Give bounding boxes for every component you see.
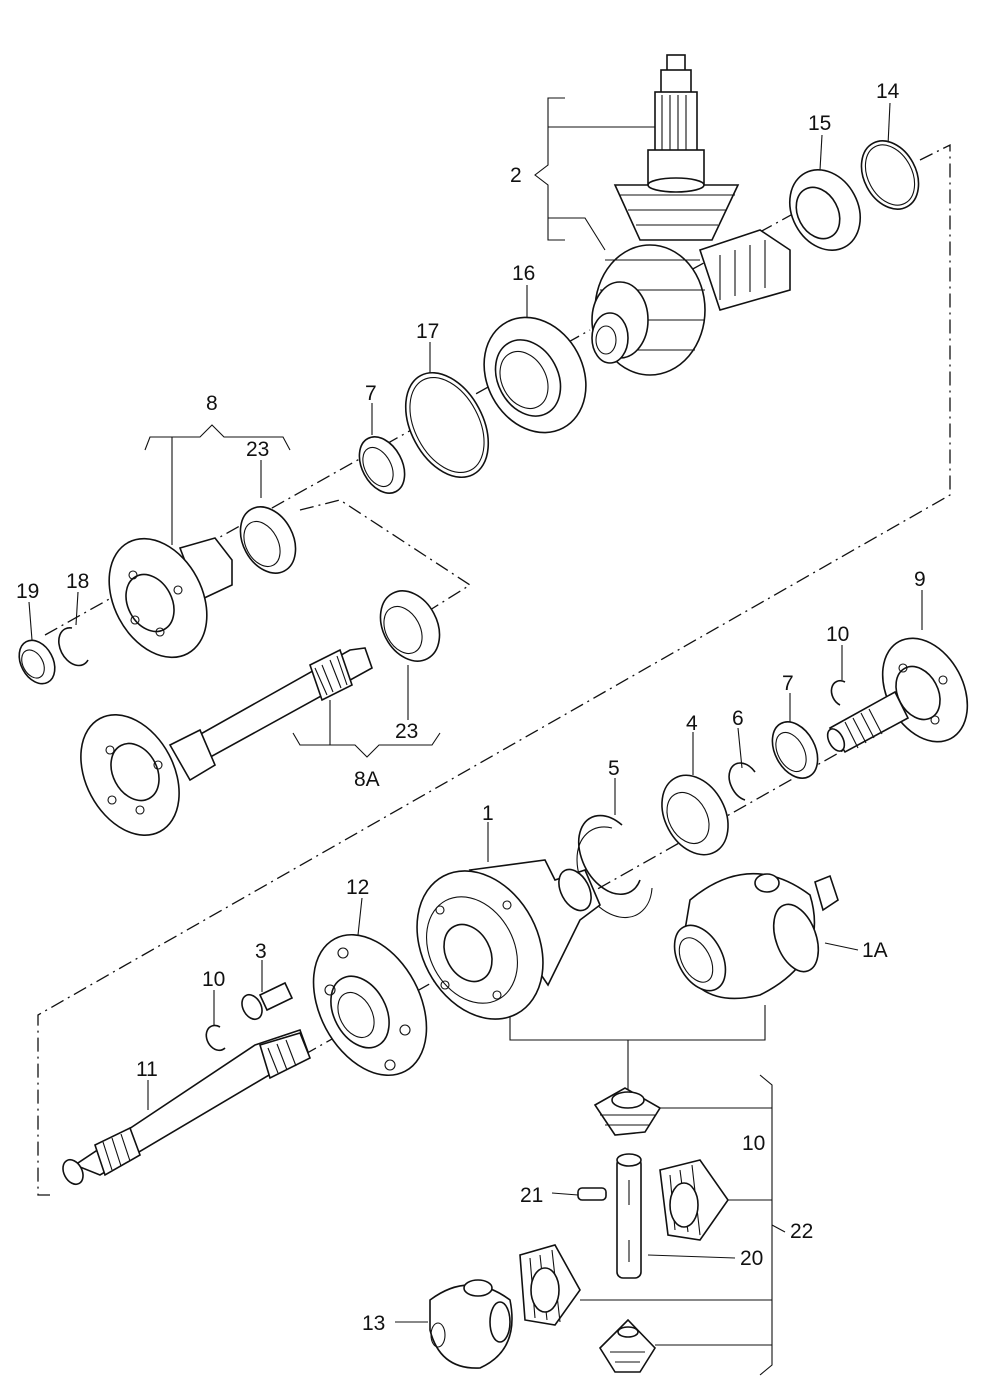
- planet-gear-left: [519, 1244, 581, 1326]
- side-gear-upper: [593, 1087, 662, 1136]
- seal-23-lower: [379, 590, 441, 662]
- cross-pin-20: [616, 1153, 642, 1279]
- flanged-shaft-8A: [80, 647, 373, 836]
- callout-labels: 1 1A 2 3 4 5 6 7 7 8 8A 9 10 10 10 11 12…: [16, 80, 926, 1335]
- cap-19: [18, 639, 56, 685]
- callout-3: 3: [255, 940, 267, 963]
- callout-10-left: 10: [202, 968, 225, 991]
- side-gear-lower: [598, 1318, 657, 1373]
- callout-4: 4: [686, 712, 698, 735]
- callout-8A: 8A: [354, 768, 380, 791]
- flange-shaft-8: [108, 537, 233, 659]
- differential-case-1A: [673, 872, 839, 1000]
- drive-pinion-part-2: [613, 54, 740, 241]
- circlip-10-right: [830, 679, 846, 706]
- drive-shaft-11: [62, 1028, 312, 1186]
- callout-8: 8: [206, 392, 218, 415]
- callout-10-right: 10: [826, 623, 849, 646]
- roll-pin-21: [577, 1187, 607, 1201]
- callout-5: 5: [608, 757, 620, 780]
- ring-7-right: [771, 721, 819, 779]
- callout-16: 16: [512, 262, 535, 285]
- callout-1: 1: [482, 802, 494, 825]
- callout-7-right: 7: [782, 672, 794, 695]
- callout-19: 19: [16, 580, 39, 603]
- ring-17: [404, 371, 490, 479]
- ring-7-top: [358, 436, 406, 494]
- planet-gear-right: [659, 1159, 729, 1241]
- flange-12: [312, 933, 428, 1077]
- differential-housing-1: [416, 859, 601, 1020]
- flange-shaft-9: [826, 637, 969, 754]
- callout-6: 6: [732, 707, 744, 730]
- leader-lines: [28, 102, 923, 1323]
- bearing-15: [789, 169, 861, 251]
- differential-case-13: [429, 1279, 513, 1369]
- callout-7-top: 7: [365, 382, 377, 405]
- seal-23-top: [239, 506, 297, 574]
- callout-23-lower: 23: [395, 720, 418, 743]
- callout-17: 17: [416, 320, 439, 343]
- callout-12: 12: [346, 876, 369, 899]
- bearing-16: [483, 316, 587, 434]
- callout-15: 15: [808, 112, 831, 135]
- ring-gear-assembly: [591, 229, 791, 376]
- callout-23-top: 23: [246, 438, 269, 461]
- callout-14: 14: [876, 80, 900, 103]
- bearing-4: [661, 774, 729, 856]
- callout-22: 22: [790, 1220, 813, 1243]
- callout-21: 21: [520, 1184, 543, 1207]
- ring-14: [860, 140, 920, 210]
- callout-1A: 1A: [862, 939, 888, 962]
- callout-13: 13: [362, 1312, 385, 1335]
- circlip-6: [728, 762, 756, 801]
- bolt-3: [241, 981, 294, 1021]
- callout-11: 11: [136, 1058, 158, 1081]
- circlip-10-left: [205, 1024, 226, 1052]
- callout-2: 2: [510, 164, 522, 187]
- callout-9: 9: [914, 568, 926, 591]
- callout-18: 18: [66, 570, 89, 593]
- callout-20: 20: [740, 1247, 763, 1270]
- circlip-18: [58, 627, 89, 667]
- brackets: [144, 97, 786, 1376]
- callout-10-gears: 10: [742, 1132, 765, 1155]
- dash-dot-lines: [37, 143, 951, 1196]
